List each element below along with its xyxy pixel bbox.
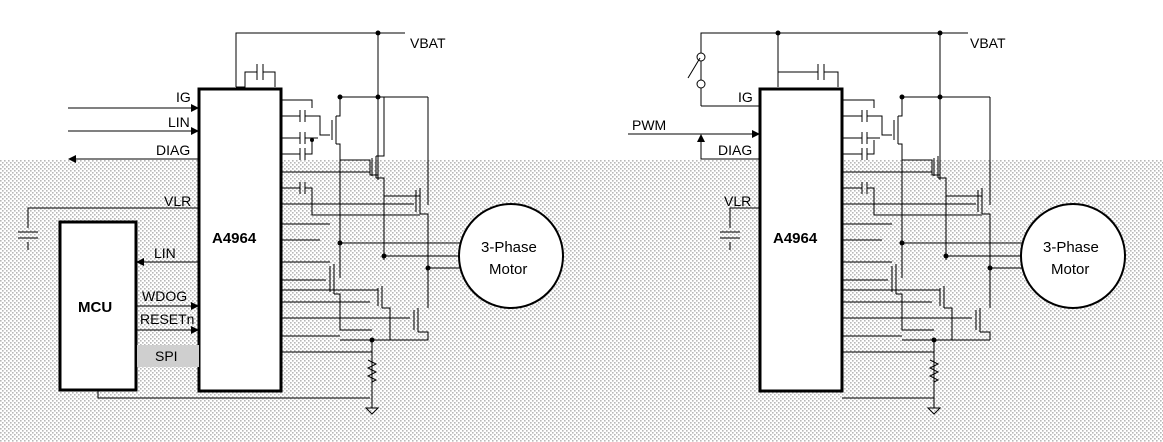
stipple-band <box>0 160 1163 442</box>
pin-resetn-left: RESETn <box>140 311 194 327</box>
pin-diag-left: DIAG <box>156 142 190 158</box>
left-diagram: VBAT MCU A4964 IG LIN DIAG VLR LIN WDOG … <box>18 30 564 415</box>
vbat-label-right: VBAT <box>970 35 1006 51</box>
pin-spi-left: SPI <box>155 348 178 364</box>
vbat-label-left: VBAT <box>410 35 446 51</box>
pin-ig-left: IG <box>176 89 191 105</box>
pin-diag-right: DIAG <box>718 142 752 158</box>
bridge-right <box>842 94 1022 415</box>
motor-right <box>1020 203 1126 309</box>
chip-left-label: A4964 <box>212 230 257 247</box>
bridge-left <box>281 97 460 383</box>
pin-vlr-right: VLR <box>724 193 751 209</box>
right-diagram: VBAT A4964 IG PWM DIAG VLR <box>628 30 1126 415</box>
pin-vlr-left: VLR <box>164 193 191 209</box>
motor-left <box>458 203 564 309</box>
vbat-rail-left <box>235 32 379 97</box>
pin-ig-right: IG <box>738 89 753 105</box>
pin-pwm-right: PWM <box>632 117 666 133</box>
motor-right-line2: Motor <box>1051 261 1089 278</box>
pin-lin-left: LIN <box>168 114 190 130</box>
chip-right <box>758 87 844 393</box>
motor-left-line2: Motor <box>489 261 527 278</box>
motor-left-line1: 3-Phase <box>481 239 537 256</box>
pin-wdog-left: WDOG <box>142 288 187 304</box>
gate-drive-left <box>281 94 429 205</box>
chip-right-label: A4964 <box>773 230 818 247</box>
pin-lin2-left: LIN <box>154 245 176 261</box>
motor-right-line1: 3-Phase <box>1043 239 1099 256</box>
spi-bus <box>137 345 199 367</box>
mcu-label: MCU <box>78 299 112 316</box>
